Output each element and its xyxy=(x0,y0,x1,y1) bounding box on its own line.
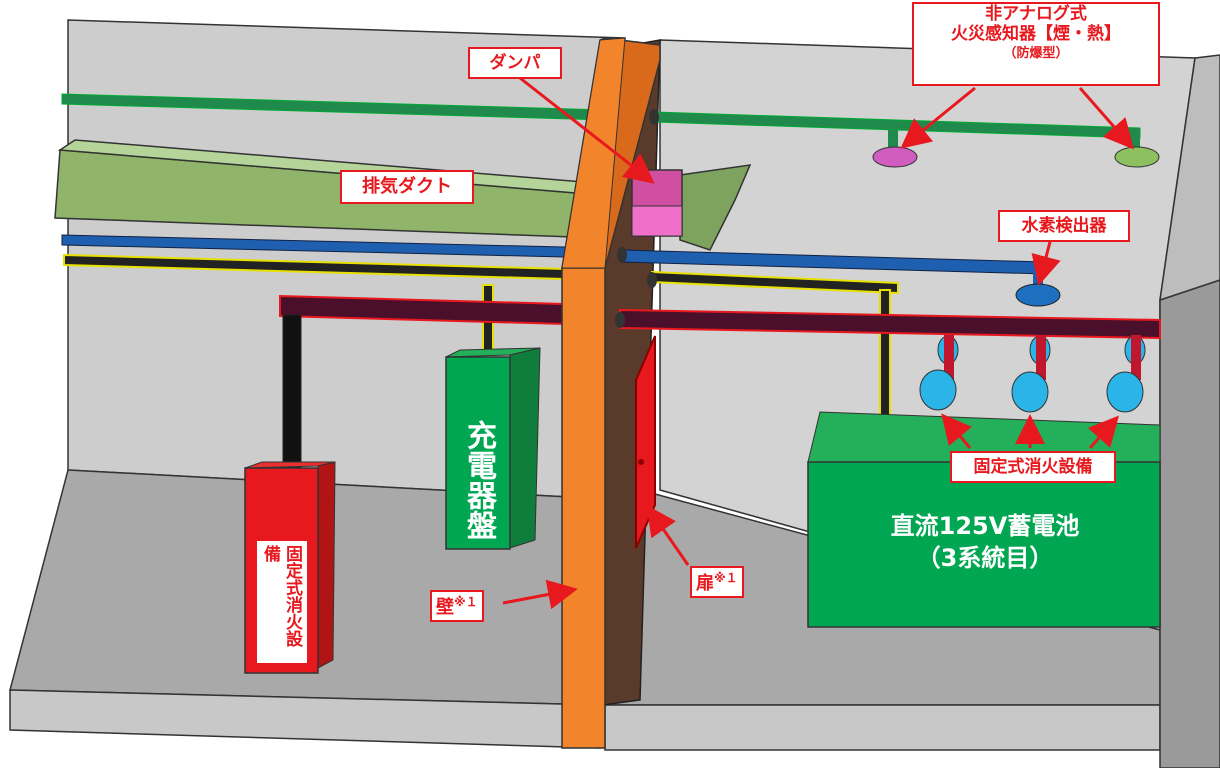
hydrogen-detector-label: 水素検出器 xyxy=(998,210,1130,242)
heat-detector xyxy=(1114,146,1160,168)
door-note-mark: ※１ xyxy=(714,571,738,585)
fire-ext-left-text: 固定式消火設備 xyxy=(260,545,302,647)
yellow-drop-battery xyxy=(879,289,891,431)
pipe-drop-left xyxy=(282,314,302,481)
fire-ext-side xyxy=(317,461,336,669)
leader-arrows xyxy=(502,76,1134,610)
battery-text: 直流125V蓄電池 （3系統目） xyxy=(820,510,1150,574)
nozzles xyxy=(919,335,1146,413)
battery-front xyxy=(807,461,1161,628)
charger-side xyxy=(509,347,541,549)
fire-ext-left-textbox: 固定式消火設備 xyxy=(257,541,307,663)
fire-ext-right-label: 固定式消火設備 xyxy=(950,451,1116,483)
charger-front xyxy=(445,356,511,550)
detector-line3: （防爆型） xyxy=(1003,45,1069,61)
right-side-wall xyxy=(1159,279,1220,768)
partition-wall-upper xyxy=(561,37,626,269)
fire-detector-label: 非アナログ式 火災感知器【煙・熱】 （防爆型） xyxy=(912,2,1160,86)
detector-line1: 非アナログ式 xyxy=(985,4,1087,24)
detector-line2: 火災感知器【煙・熱】 xyxy=(951,23,1121,44)
green-drop-2 xyxy=(1130,130,1140,150)
hydrogen-detector-device xyxy=(1015,283,1061,307)
battery-line1: 直流125V蓄電池 xyxy=(890,512,1080,540)
damper-label: ダンパ xyxy=(468,47,562,79)
charger-panel-text: 充電器盤 xyxy=(461,420,496,540)
battery-line2: （3系統目） xyxy=(916,544,1054,572)
door-knob xyxy=(638,459,644,465)
damper-face xyxy=(631,205,683,237)
right-floor-edge xyxy=(604,704,1161,751)
wall-label: 壁※１ xyxy=(430,590,484,622)
smoke-detector xyxy=(872,146,918,168)
right-top-edge xyxy=(1159,54,1220,302)
green-drop-1 xyxy=(888,130,898,150)
partition-wall-front xyxy=(561,259,606,749)
wall-penetrations xyxy=(615,109,659,328)
door xyxy=(635,335,656,549)
door-label: 扉※１ xyxy=(690,566,744,598)
exhaust-duct-label: 排気ダクト xyxy=(340,170,474,204)
wall-note-mark: ※１ xyxy=(454,595,478,609)
